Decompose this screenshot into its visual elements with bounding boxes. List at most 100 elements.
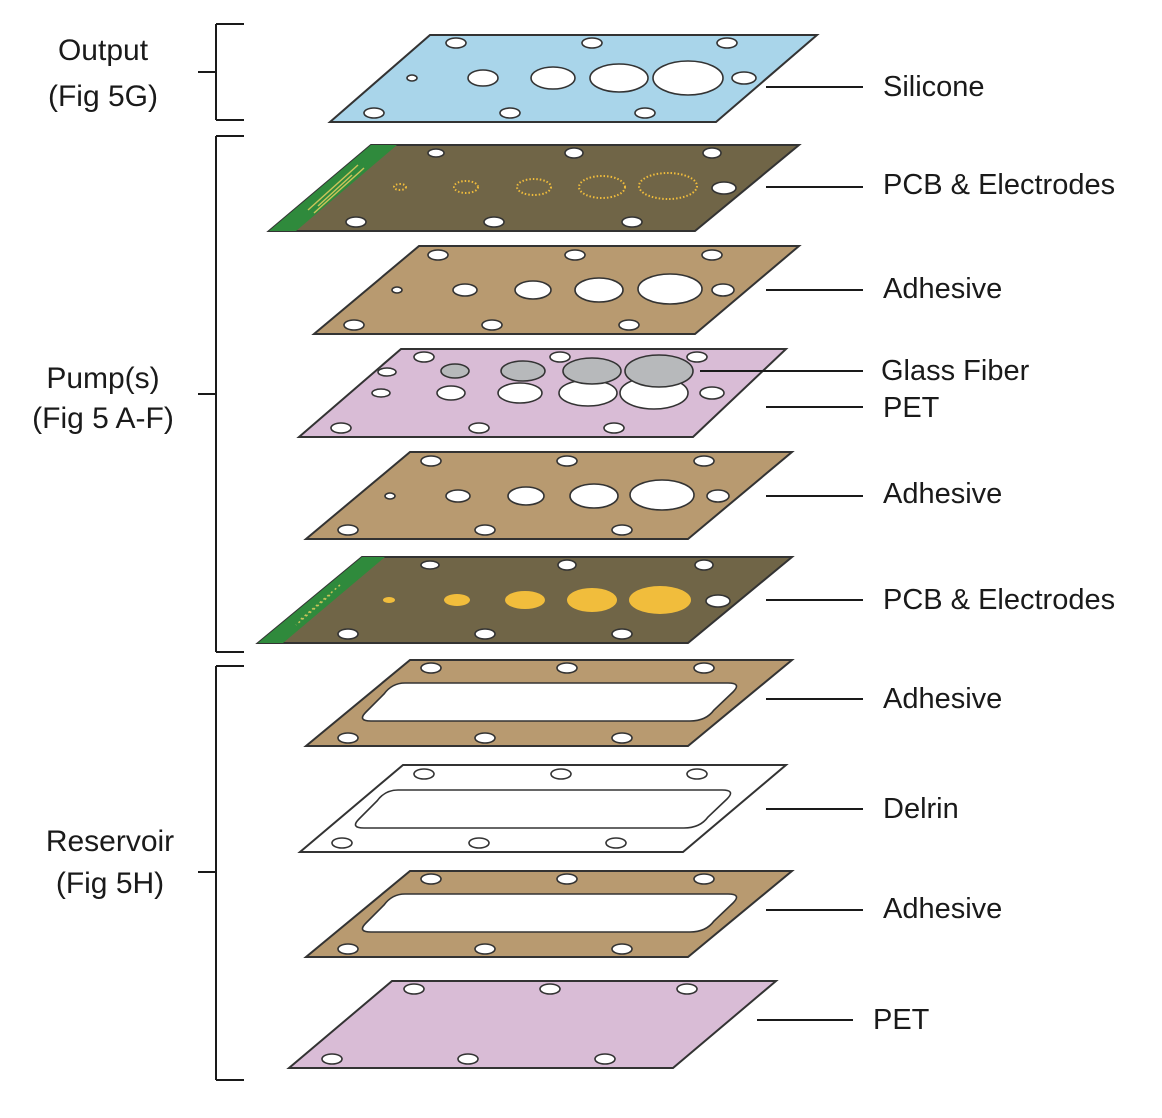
hole (699, 386, 725, 400)
layer-label-pcb-top: PCB & Electrodes (883, 169, 1115, 201)
hole (457, 1053, 479, 1065)
hole (569, 483, 619, 509)
reservoir-cutout (361, 893, 738, 933)
hole (514, 280, 552, 300)
electrode-pad (444, 594, 470, 606)
hole (686, 768, 708, 780)
hole (345, 216, 367, 228)
electrode-dot-array (638, 172, 698, 200)
bracket-output (198, 23, 244, 121)
hole (337, 628, 359, 640)
hole (467, 69, 499, 87)
hole (452, 283, 478, 297)
hole (711, 181, 737, 195)
layer-label-adhesive-4: Adhesive (883, 893, 1002, 925)
bracket-pumps (198, 135, 244, 653)
hole (330, 422, 352, 434)
hole (594, 1053, 616, 1065)
hole (634, 107, 656, 119)
electrode-pad (505, 591, 545, 609)
hole (427, 249, 449, 261)
hole (497, 382, 543, 404)
hole (686, 351, 708, 363)
hole (618, 319, 640, 331)
hole (371, 388, 391, 398)
hole (384, 492, 396, 500)
pcb-bottom-green-edge (258, 557, 385, 643)
hole (702, 147, 722, 159)
hole (474, 524, 496, 536)
hole (499, 107, 521, 119)
layer-label-adhesive-2: Adhesive (883, 478, 1002, 510)
pcb-bottom-electrodes (383, 586, 691, 614)
group-reservoir: Reservoir (Fig 5H) (46, 665, 244, 1081)
hole (468, 422, 490, 434)
hole (581, 37, 603, 49)
glass-fiber-pad (624, 354, 694, 388)
group-reservoir-title: Reservoir (46, 825, 174, 858)
glass-fiber-pad (500, 360, 546, 382)
electrode-dot-array (453, 180, 479, 194)
adhesive-1-holes (343, 249, 735, 331)
hole (406, 74, 418, 82)
hole (550, 768, 572, 780)
hole (694, 559, 714, 571)
hole (481, 319, 503, 331)
layer-glass-pet: Glass Fiber PET (296, 348, 1030, 438)
hole (557, 559, 577, 571)
layer-adhesive-3: Adhesive (303, 659, 1002, 747)
hole (474, 943, 496, 955)
hole (539, 983, 561, 995)
hole (413, 768, 435, 780)
hole (564, 249, 586, 261)
adhesive-1-sheet (311, 245, 802, 335)
hole (716, 37, 738, 49)
hole (711, 283, 735, 297)
group-output-title: Output (58, 34, 149, 67)
hole (445, 489, 471, 503)
hole (676, 983, 698, 995)
hole (693, 662, 715, 674)
layer-label-pcb-bottom: PCB & Electrodes (883, 584, 1115, 616)
silicone-holes (363, 37, 757, 119)
layer-label-glass-fiber: Glass Fiber (881, 355, 1030, 387)
hole (321, 1053, 343, 1065)
layer-label-pet-bottom: PET (873, 1004, 930, 1036)
hole (611, 524, 633, 536)
pet-bottom-sheet (286, 980, 779, 1069)
hole (556, 662, 578, 674)
hole (413, 351, 435, 363)
layer-pet-bottom: PET (286, 980, 930, 1069)
hole (706, 489, 730, 503)
hole (693, 455, 715, 467)
hole (701, 249, 723, 261)
hole (427, 148, 445, 158)
adhesive-3-holes (337, 662, 715, 744)
pcb-top-sheet (266, 144, 802, 232)
hole (621, 216, 643, 228)
group-output: Output (Fig 5G) (48, 23, 244, 121)
hole (556, 455, 578, 467)
layer-adhesive-4: Adhesive (303, 870, 1002, 958)
hole (337, 732, 359, 744)
hole (564, 147, 584, 159)
hole (436, 385, 466, 401)
hole (420, 873, 442, 885)
adhesive-2-holes (337, 455, 730, 536)
electrode-dot-array (393, 183, 407, 191)
hole (693, 873, 715, 885)
hole (530, 66, 576, 90)
hole (556, 873, 578, 885)
hole (589, 63, 649, 93)
reservoir-cutout (361, 682, 738, 722)
hole (611, 628, 633, 640)
hole (363, 107, 385, 119)
layer-label-adhesive-1: Adhesive (883, 273, 1002, 305)
hole (483, 216, 505, 228)
hole (474, 628, 496, 640)
hole (629, 479, 695, 511)
hole (420, 662, 442, 674)
hole (391, 286, 403, 294)
electrode-pad (383, 597, 395, 603)
